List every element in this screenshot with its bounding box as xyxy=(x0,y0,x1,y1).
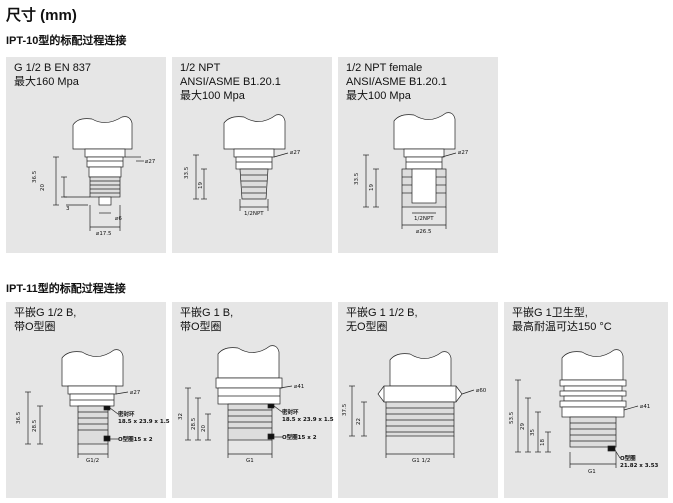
dim-total: 53.5 xyxy=(509,411,515,424)
seal-label: 密封环 xyxy=(118,410,135,418)
oring-size: 21.82 x 3.53 xyxy=(620,463,659,469)
panel-hygienic-g1: 平嵌G 1卫生型, 最高耐温可达150 °C 53.5 29 35 18 ⌀41 xyxy=(504,302,668,498)
drawing-npt-female: 33.5 19 ⌀27 1/2NPT ⌀26.5 xyxy=(354,112,469,235)
spec-line: 最大100 Mpa xyxy=(346,90,411,102)
dim-base: ⌀17.5 xyxy=(96,231,112,237)
dim-thread: G1 xyxy=(588,469,596,475)
drawing-hygienic-g1: 53.5 29 35 18 ⌀41 O型圈 21.82 x 3.53 G1 xyxy=(509,349,659,475)
seal-size: 18.5 x 23.9 x 1.5 xyxy=(118,419,170,425)
spec-line: 带O型圈 xyxy=(14,321,56,333)
spec-line: 带O型圈 xyxy=(180,321,222,333)
dim-mid: 19 xyxy=(369,184,375,191)
dim-thread: 1/2NPT xyxy=(414,216,434,222)
drawing-g12b: 36.5 20 3 ⌀27 ⌀6 ⌀17.5 xyxy=(32,116,156,237)
page-title: 尺寸 (mm) xyxy=(6,7,77,24)
dim-total: 37.5 xyxy=(342,403,348,416)
drawing-npt: 33.5 19 ⌀27 1/2NPT xyxy=(184,114,301,217)
dim-total: 33.5 xyxy=(354,172,360,185)
spec-line: 1/2 NPT xyxy=(180,62,221,74)
dim-oring: ⌀27 xyxy=(458,150,469,156)
panel-g12b: G 1/2 B EN 837 最大160 Mpa 36.5 20 3 ⌀27 ⌀… xyxy=(6,57,166,253)
oring-label: O型圈 xyxy=(620,454,636,462)
spec-line: 最高耐温可达150 °C xyxy=(512,321,612,333)
dim-mid: 19 xyxy=(198,182,204,189)
dim-thread: G1 1/2 xyxy=(412,458,430,464)
panel-flush-g112: 平嵌G 1 1/2 B, 无O型圈 37.5 22 ⌀60 G1 1/2 xyxy=(338,302,498,498)
dim-total: 36.5 xyxy=(16,411,22,424)
dim-oring: ⌀41 xyxy=(640,404,650,410)
spec-line: ANSI/ASME B1.20.1 xyxy=(346,76,447,88)
seal-label: 密封环 xyxy=(282,408,299,416)
spec-line: 平嵌G 1卫生型, xyxy=(512,307,588,319)
panel-flush-g1: 平嵌G 1 B, 带O型圈 32 28.5 20 ⌀41 密封环 18.5 x … xyxy=(172,302,334,498)
dim-oring: ⌀60 xyxy=(476,388,487,394)
seal-size: 18.5 x 23.9 x 1.5 xyxy=(282,417,334,423)
dim-total: 32 xyxy=(178,413,184,420)
spec-line: 最大100 Mpa xyxy=(180,90,245,102)
dim-oring: ⌀27 xyxy=(145,159,156,165)
dim-small: 3 xyxy=(66,206,70,212)
dim-oring: ⌀27 xyxy=(290,150,301,156)
dim-base: ⌀26.5 xyxy=(416,229,432,235)
drawing-flush-g1: 32 28.5 20 ⌀41 密封环 18.5 x 23.9 x 1.5 O型圈… xyxy=(178,345,334,464)
section-heading-ipt10: IPT-10型的标配过程连接 xyxy=(6,35,127,47)
section-heading-ipt11: IPT-11型的标配过程连接 xyxy=(6,283,126,295)
dim-total: 36.5 xyxy=(32,170,38,183)
dim-oring: ⌀27 xyxy=(130,390,141,396)
spec-line: 平嵌G 1 B, xyxy=(180,307,234,319)
dim-thread: G1 xyxy=(246,458,254,464)
dim-small: 35 xyxy=(530,429,536,436)
panel-npt: 1/2 NPT ANSI/ASME B1.20.1 最大100 Mpa 33.5… xyxy=(172,57,332,253)
panel-flush-g12: 平嵌G 1/2 B, 带O型圈 36.5 28.5 ⌀27 密封环 18.5 x… xyxy=(6,302,170,498)
drawing-flush-g112: 37.5 22 ⌀60 G1 1/2 xyxy=(342,351,487,464)
spec-line: 1/2 NPT female xyxy=(346,62,423,74)
dim-oring: ⌀41 xyxy=(294,384,304,390)
spec-line: G 1/2 B EN 837 xyxy=(14,62,92,74)
dim-small: 20 xyxy=(201,425,207,432)
oring-label: O型圈15 x 2 xyxy=(282,433,317,441)
spec-line: ANSI/ASME B1.20.1 xyxy=(180,76,281,88)
dim-mid: 20 xyxy=(40,184,46,191)
panel-npt-female: 1/2 NPT female ANSI/ASME B1.20.1 最大100 M… xyxy=(338,57,498,253)
dim-tiny: 18 xyxy=(540,439,546,446)
dim-mid: 28.5 xyxy=(32,419,38,432)
drawing-flush-g12: 36.5 28.5 ⌀27 密封环 18.5 x 23.9 x 1.5 O型圈1… xyxy=(16,349,170,464)
dim-bore: ⌀6 xyxy=(115,216,122,222)
spec-line: 平嵌G 1/2 B, xyxy=(14,307,77,319)
dim-mid: 29 xyxy=(520,423,526,430)
dim-thread: 1/2NPT xyxy=(244,211,264,217)
dim-thread: G1/2 xyxy=(86,458,99,464)
dim-mid: 28.5 xyxy=(191,417,197,430)
dim-mid: 22 xyxy=(356,418,362,425)
spec-line: 最大160 Mpa xyxy=(14,76,79,88)
dim-total: 33.5 xyxy=(184,166,190,179)
spec-line: 平嵌G 1 1/2 B, xyxy=(346,307,418,319)
spec-line: 无O型圈 xyxy=(346,321,388,333)
oring-label: O型圈15 x 2 xyxy=(118,435,153,443)
